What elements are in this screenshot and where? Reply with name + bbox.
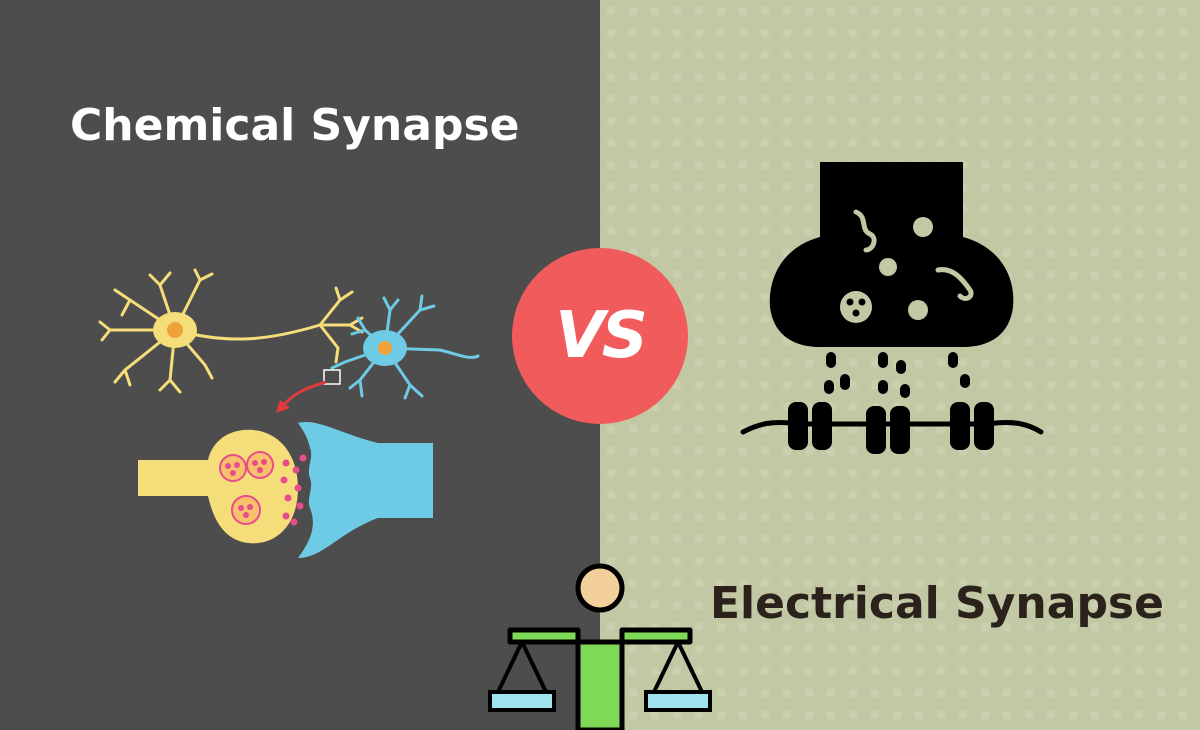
- electrical-synapse-title: Electrical Synapse: [710, 578, 1164, 629]
- vs-label: VS: [555, 299, 648, 373]
- chemical-synapse-illustration: [138, 422, 433, 558]
- balance-scale-person-icon: [488, 563, 712, 730]
- vs-badge: VS: [512, 248, 688, 424]
- chemical-synapse-title: Chemical Synapse: [70, 100, 520, 151]
- left-panel-chemical: [0, 0, 600, 730]
- electrical-synapse-icon: [740, 162, 1044, 454]
- neuron-pair-illustration: [98, 268, 480, 413]
